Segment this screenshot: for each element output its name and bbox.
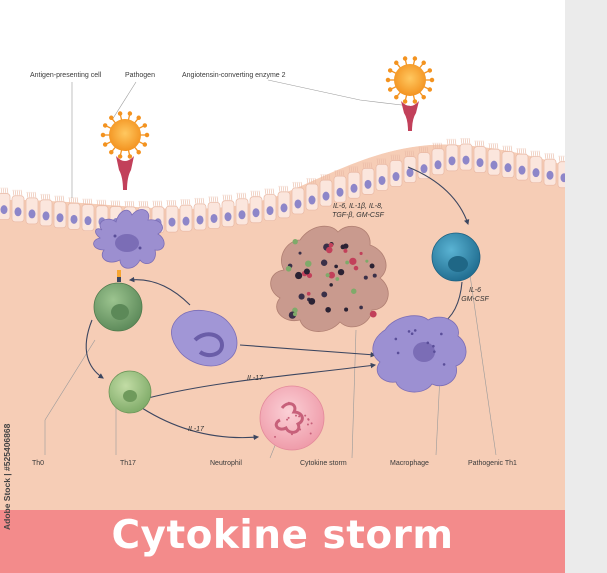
epithelial-cell xyxy=(81,198,95,232)
neutrophil-cell xyxy=(259,385,325,451)
epithelial-cell xyxy=(431,142,445,176)
th1-cytokines-line1: IL-6 xyxy=(468,287,482,294)
label-th17: Th17 xyxy=(120,460,136,467)
macrophage-precursor-cell xyxy=(171,309,238,367)
epithelial-cell xyxy=(473,140,487,173)
epithelial-cell xyxy=(403,150,417,183)
pathogenic-th1-cell xyxy=(431,232,481,282)
epithelial-cell xyxy=(487,143,501,176)
epithelial-cell xyxy=(361,162,375,195)
mhc-connector xyxy=(117,270,121,282)
label-pathogenic-th1: Pathogenic Th1 xyxy=(468,460,517,467)
pathogen-left xyxy=(100,111,150,159)
epithelial-cell xyxy=(389,154,403,187)
epithelial-cell xyxy=(543,153,557,186)
epithelial-cell xyxy=(25,191,39,225)
epithelial-cell xyxy=(291,181,305,215)
cytokines-label: IL-6, IL-1β, IL-8, TGF-β, GM-CSF xyxy=(318,202,398,220)
epithelial-cell xyxy=(515,148,529,181)
epithelial-cell xyxy=(165,200,179,233)
cytokines-label-line1: IL-6, IL-1β, IL-8, xyxy=(333,203,383,210)
epithelial-cell xyxy=(39,193,53,227)
epithelial-cell xyxy=(445,138,459,172)
il17-upper-label: IL-17 xyxy=(247,375,263,382)
il17-lower-label: IL-17 xyxy=(188,426,204,433)
epithelial-cell xyxy=(53,195,67,229)
epithelial-cell xyxy=(235,192,249,226)
ace2-receptor-right xyxy=(401,101,419,131)
macrophage-cell xyxy=(372,315,467,393)
label-th0: Th0 xyxy=(32,460,45,467)
ace2-receptor-left xyxy=(116,156,134,190)
cytokines-label-line2: TGF-β, GM-CSF xyxy=(332,212,384,219)
title-band xyxy=(0,510,565,573)
label-cytokine-storm: Cytokine storm xyxy=(300,460,347,467)
th17-cell xyxy=(108,370,152,414)
epithelial-cell xyxy=(305,177,319,211)
label-macrophage: Macrophage xyxy=(390,460,429,467)
epithelial-cell xyxy=(249,190,263,224)
epithelial-cell xyxy=(11,189,25,223)
pathogen-right xyxy=(385,56,435,104)
antigen-presenting-cell xyxy=(93,209,165,269)
epithelial-cell xyxy=(263,188,277,221)
leader-lines xyxy=(44,79,497,459)
epithelial-cell xyxy=(417,146,431,180)
epithelial-cell xyxy=(459,138,473,171)
right-margin-panel xyxy=(565,0,607,573)
stock-credit: Adobe Stock | #525406868 xyxy=(2,423,12,530)
label-pathogen: Pathogen xyxy=(125,72,155,79)
th0-cell xyxy=(93,282,143,332)
epithelial-cell xyxy=(67,197,81,230)
epithelial-cell xyxy=(193,197,207,231)
epithelial-cell xyxy=(333,170,347,203)
diagram-title: Cytokine storm xyxy=(111,513,454,558)
th1-cytokines-label: IL-6 GM-CSF xyxy=(455,286,495,304)
label-ace2: Angiotensin-converting enzyme 2 xyxy=(182,72,286,79)
epithelial-cell xyxy=(221,194,235,228)
epithelial-cell xyxy=(347,166,361,199)
cytokine-storm-cell xyxy=(270,225,389,332)
epithelial-cell xyxy=(319,174,333,207)
label-antigen-presenting-cell: Antigen-presenting cell xyxy=(30,72,102,79)
lumen-area xyxy=(0,0,565,209)
epithelial-cell xyxy=(179,199,193,232)
epithelial-cell xyxy=(529,150,543,184)
epithelial-cell xyxy=(501,145,515,178)
epithelial-cell xyxy=(277,185,291,219)
th1-cytokines-line2: GM-CSF xyxy=(461,296,489,303)
label-neutrophil: Neutrophil xyxy=(210,460,242,467)
epithelial-cell xyxy=(207,196,221,229)
epithelial-cell xyxy=(375,158,389,191)
epithelial-cell xyxy=(0,187,11,220)
